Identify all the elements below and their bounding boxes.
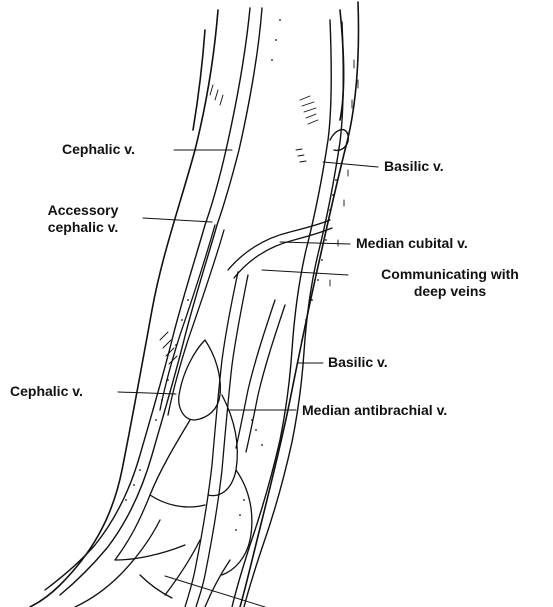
label-communicating-line1: Communicating with (352, 266, 548, 283)
label-median-antibrachial-vein: Median antibrachial v. (302, 402, 447, 419)
label-accessory-cephalic-line1: Accessory (28, 202, 138, 219)
leader-communicating (262, 270, 348, 275)
label-basilic-vein-lower: Basilic v. (328, 354, 388, 371)
leader-accessory-cephalic (143, 218, 212, 222)
label-communicating-line2: deep veins (352, 283, 548, 300)
label-accessory-cephalic-line2: cephalic v. (28, 219, 138, 236)
median-cubital-vein (228, 220, 332, 278)
label-basilic-vein-upper: Basilic v. (384, 158, 444, 175)
leader-basilic-upper (323, 162, 378, 167)
label-median-cubital-vein: Median cubital v. (356, 235, 468, 252)
label-accessory-cephalic-vein: Accessory cephalic v. (28, 202, 138, 236)
label-cephalic-vein-upper: Cephalic v. (62, 141, 135, 158)
leader-cephalic-lower (118, 392, 176, 394)
label-cephalic-vein-lower: Cephalic v. (10, 383, 83, 400)
leader-bottom (165, 576, 265, 607)
basilic-vein (232, 20, 348, 607)
stipple-dots (125, 19, 337, 531)
label-communicating-deep-veins: Communicating with deep veins (352, 266, 548, 300)
leader-median-cubital (280, 242, 350, 244)
leader-lines (118, 150, 378, 607)
accessory-cephalic-vein (160, 225, 224, 415)
